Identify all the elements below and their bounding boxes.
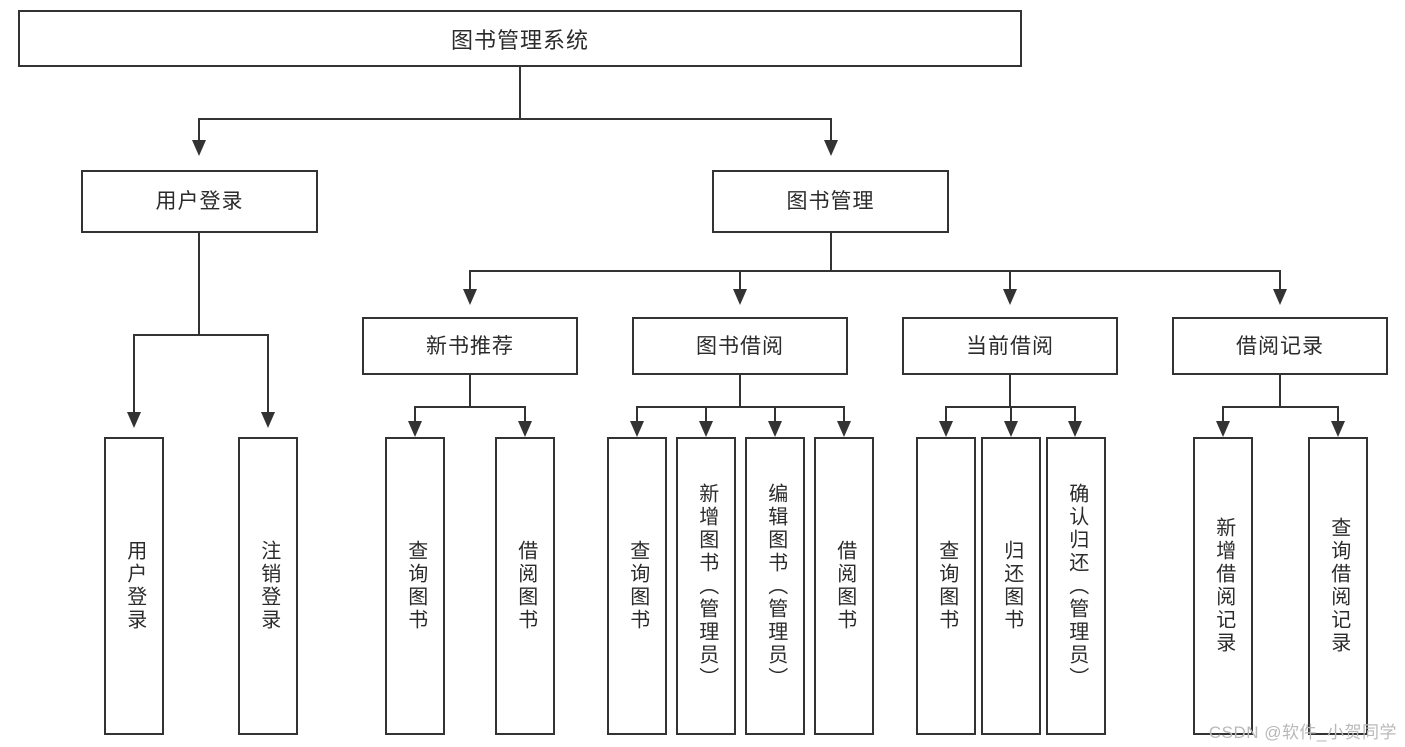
arrowhead-leaf-query-book-a (408, 421, 422, 437)
node-borrow-record[interactable]: 借阅记录 (1172, 317, 1388, 375)
node-label: 查询图书 (626, 540, 649, 632)
arrowhead-leaf-add-book (699, 421, 713, 437)
node-book-borrow[interactable]: 图书借阅 (632, 317, 848, 375)
connector-level1-bus (198, 118, 832, 120)
arrowhead-leaf-query-record (1331, 421, 1345, 437)
connector-to-leaf-query-book-c (945, 406, 947, 424)
arrowhead-user-login (192, 140, 206, 156)
connector-level2-bus (469, 270, 1281, 272)
connector-book-borrow-stem (739, 375, 741, 407)
node-book-manage[interactable]: 图书管理 (712, 170, 949, 233)
node-label: 用户登录 (155, 190, 244, 213)
connector-to-current-borrow (1009, 270, 1011, 292)
connector-to-leaf-query-book-b (636, 406, 638, 424)
connector-to-leaf-query-book-a (414, 406, 416, 424)
connector-book-manage-stem (830, 233, 832, 271)
arrowhead-book-borrow (733, 289, 747, 305)
connector-new-book-rec-bus (414, 406, 526, 408)
node-label: 图书管理系统 (450, 27, 589, 53)
leaf-edit-book[interactable]: 编辑图书（管理员） (745, 437, 805, 735)
connector-to-book-borrow (739, 270, 741, 292)
arrowhead-leaf-query-book-c (939, 421, 953, 437)
node-label: 新书推荐 (426, 334, 514, 358)
connector-to-borrow-record (1279, 270, 1281, 292)
leaf-add-record[interactable]: 新增借阅记录 (1193, 437, 1253, 735)
arrowhead-current-borrow (1003, 289, 1017, 305)
node-label: 查询图书 (404, 540, 427, 632)
connector-current-borrow-stem (1009, 375, 1011, 407)
leaf-logout[interactable]: 注销登录 (238, 437, 298, 735)
arrowhead-leaf-confirm-return (1068, 421, 1082, 437)
arrowhead-new-book-rec (463, 289, 477, 305)
node-label: 用户登录 (123, 540, 146, 632)
node-label: 图书管理 (786, 190, 875, 213)
arrowhead-leaf-borrow-book-b (837, 421, 851, 437)
connector-to-leaf-logout (267, 334, 269, 414)
node-label: 查询借阅记录 (1327, 517, 1350, 655)
connector-to-leaf-query-record (1337, 406, 1339, 424)
connector-book-borrow-bus (636, 406, 844, 408)
node-label: 借阅图书 (833, 540, 856, 632)
node-root-system[interactable]: 图书管理系统 (18, 10, 1022, 67)
leaf-borrow-book-a[interactable]: 借阅图书 (495, 437, 555, 735)
connector-borrow-record-bus (1222, 406, 1339, 408)
leaf-query-book-c[interactable]: 查询图书 (916, 437, 976, 735)
arrowhead-leaf-edit-book (768, 421, 782, 437)
connector-to-leaf-confirm-return (1074, 406, 1076, 424)
node-label: 归还图书 (1000, 540, 1023, 632)
leaf-add-book[interactable]: 新增图书（管理员） (676, 437, 736, 735)
connector-to-user-login (198, 118, 200, 144)
leaf-borrow-book-b[interactable]: 借阅图书 (814, 437, 874, 735)
node-label: 图书借阅 (696, 334, 784, 358)
node-label: 新增借阅记录 (1212, 517, 1235, 655)
csdn-watermark: CSDN @软件_小贺同学 (1208, 723, 1397, 742)
connector-to-book-manage (830, 118, 832, 144)
leaf-confirm-return[interactable]: 确认归还（管理员） (1046, 437, 1106, 735)
arrowhead-book-manage (824, 140, 838, 156)
connector-to-leaf-borrow-book-a (524, 406, 526, 424)
node-label: 注销登录 (257, 540, 280, 632)
connector-root-stem (519, 67, 521, 119)
connector-to-leaf-return-book (1010, 406, 1012, 424)
node-new-book-rec[interactable]: 新书推荐 (362, 317, 578, 375)
node-label: 确认归还（管理员） (1065, 482, 1088, 690)
connector-to-leaf-add-record (1222, 406, 1224, 424)
connector-to-leaf-edit-book (774, 406, 776, 424)
connector-to-leaf-borrow-book-b (843, 406, 845, 424)
arrowhead-leaf-borrow-book-a (518, 421, 532, 437)
node-label: 查询图书 (935, 540, 958, 632)
leaf-user-login[interactable]: 用户登录 (104, 437, 164, 735)
connector-user-login-stem (198, 233, 200, 335)
arrowhead-leaf-logout (261, 412, 275, 428)
connector-to-leaf-user-login (133, 334, 135, 414)
leaf-return-book[interactable]: 归还图书 (981, 437, 1041, 735)
connector-to-leaf-add-book (705, 406, 707, 424)
arrowhead-leaf-return-book (1004, 421, 1018, 437)
node-label: 新增图书（管理员） (695, 482, 718, 690)
node-current-borrow[interactable]: 当前借阅 (902, 317, 1118, 375)
leaf-query-record[interactable]: 查询借阅记录 (1308, 437, 1368, 735)
leaf-query-book-a[interactable]: 查询图书 (385, 437, 445, 735)
arrowhead-leaf-add-record (1216, 421, 1230, 437)
arrowhead-leaf-user-login (127, 412, 141, 428)
node-label: 借阅图书 (514, 540, 537, 632)
connector-to-new-book-rec (469, 270, 471, 292)
connector-new-book-rec-stem (469, 375, 471, 407)
connector-user-login-bus (133, 334, 267, 336)
node-label: 当前借阅 (966, 334, 1054, 358)
arrowhead-borrow-record (1273, 289, 1287, 305)
leaf-query-book-b[interactable]: 查询图书 (607, 437, 667, 735)
node-label: 编辑图书（管理员） (764, 482, 787, 690)
arrowhead-leaf-query-book-b (630, 421, 644, 437)
connector-borrow-record-stem (1279, 375, 1281, 407)
node-user-login[interactable]: 用户登录 (81, 170, 318, 233)
node-label: 借阅记录 (1236, 334, 1324, 358)
